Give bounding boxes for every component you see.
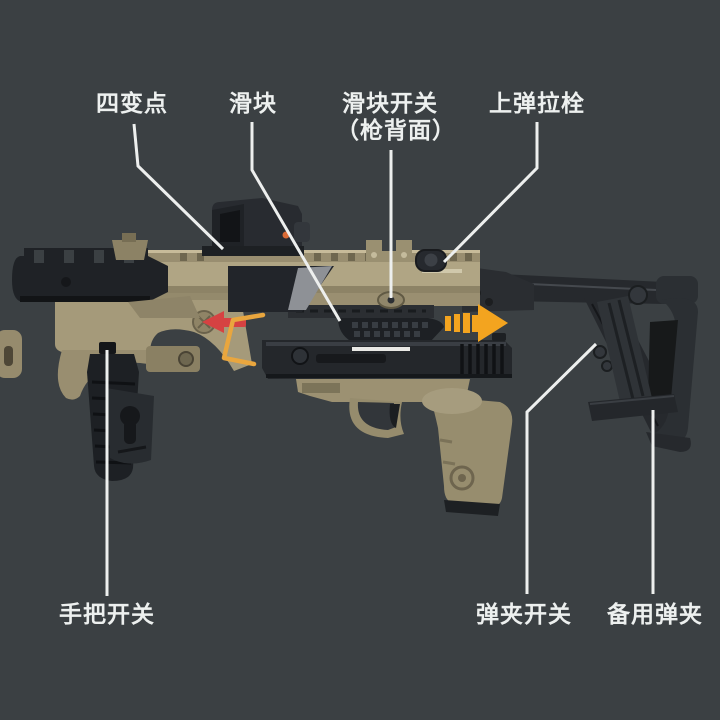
label-slide-switch-line2: （枪背面） [336,117,456,143]
rear-sight [366,240,412,262]
front-sight [112,240,148,260]
leader-mag-switch [525,342,598,594]
label-mag-switch: 弹夹开关 [476,601,572,627]
leader-lines [105,122,655,596]
spare-magazine [588,296,678,421]
label-slide-block: 滑块 [229,90,277,116]
label-loading-bolt: 上弹拉栓 [489,90,585,116]
label-spare-mag: 备用弹夹 [607,601,703,627]
orange-zigzag-icon [221,312,266,367]
label-pivot-point: 四变点 [96,90,168,116]
instruction-arrows [202,304,508,367]
pistol [262,333,513,516]
leader-pivot-point [132,123,225,251]
label-grip-switch: 手把开关 [59,601,155,627]
leader-loading-bolt [442,122,539,264]
label-slide-switch-line1: 滑块开关 [342,90,438,116]
grip-switch-button [99,342,116,354]
loading-bolt-knob [415,249,447,272]
label-slide-switch: 滑块开关 （枪背面） [336,90,456,144]
sights [112,198,447,272]
orange-right-arrow-icon [445,304,508,342]
red-dot-sight [202,198,310,256]
slide-block-part [338,318,444,342]
leader-slide-block [250,122,342,322]
foregrip [87,342,154,481]
